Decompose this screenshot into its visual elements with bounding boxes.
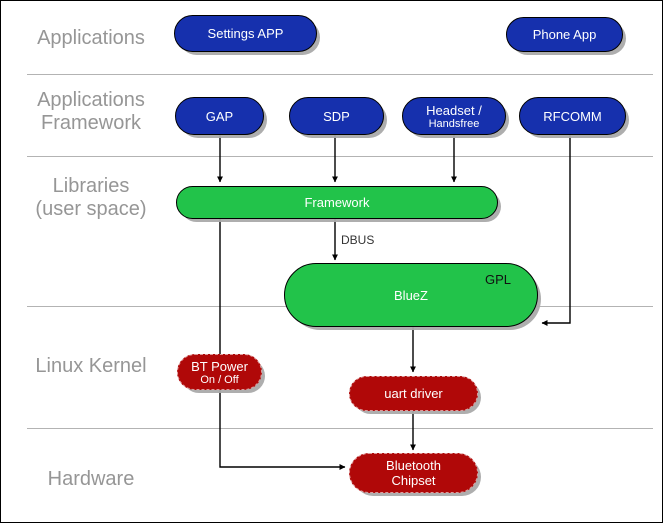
edge-label-dbus: DBUS bbox=[341, 233, 375, 247]
node-bt-power[interactable]: BT Power On / Off bbox=[177, 354, 262, 390]
edge-framework-to-chipset bbox=[219, 219, 346, 470]
layer-label-libraries: Libraries (user space) bbox=[35, 175, 147, 220]
node-gap[interactable]: GAP bbox=[175, 97, 264, 135]
node-rfcomm-label: RFCOMM bbox=[543, 108, 602, 124]
node-sdp[interactable]: SDP bbox=[289, 97, 384, 135]
node-gap-label: GAP bbox=[205, 108, 234, 124]
node-uart-driver[interactable]: uart driver bbox=[349, 376, 478, 411]
node-bt-power-sublabel: On / Off bbox=[200, 373, 239, 386]
node-framework-label: Framework bbox=[304, 195, 370, 210]
divider-applications bbox=[27, 74, 653, 75]
node-rfcomm[interactable]: RFCOMM bbox=[519, 97, 626, 135]
node-bt-power-label: BT Power bbox=[191, 358, 248, 374]
node-settings-app[interactable]: Settings APP bbox=[174, 15, 317, 52]
node-headset-label: Headset / bbox=[426, 102, 482, 118]
node-handsfree-sublabel: Handsfree bbox=[428, 117, 480, 130]
divider-applications-framework bbox=[27, 156, 653, 157]
node-settings-app-label: Settings APP bbox=[207, 26, 284, 41]
node-sdp-label: SDP bbox=[323, 108, 350, 124]
layer-label-hardware: Hardware bbox=[47, 468, 135, 490]
node-bluez-label: BlueZ bbox=[394, 287, 428, 303]
node-phone-app[interactable]: Phone App bbox=[506, 17, 623, 52]
node-headset-handsfree[interactable]: Headset / Handsfree bbox=[402, 97, 506, 135]
node-phone-app-label: Phone App bbox=[532, 27, 597, 42]
layer-label-linux-kernel: Linux Kernel bbox=[35, 355, 147, 377]
node-bluez-gpl-tag: GPL bbox=[485, 272, 512, 287]
divider-linux-kernel bbox=[27, 428, 653, 429]
node-bluetooth-chipset-label: Bluetooth bbox=[386, 458, 441, 473]
layer-label-applications-framework: Applications Framework bbox=[37, 89, 145, 134]
layer-label-applications: Applications bbox=[37, 27, 145, 49]
node-framework[interactable]: Framework bbox=[176, 186, 498, 219]
node-bluetooth-chipset[interactable]: Bluetooth Chipset bbox=[349, 453, 478, 493]
edge-rfcomm-to-bluez bbox=[541, 135, 571, 326]
node-uart-driver-label: uart driver bbox=[384, 386, 443, 401]
node-bluetooth-chipset-sublabel: Chipset bbox=[391, 473, 436, 488]
